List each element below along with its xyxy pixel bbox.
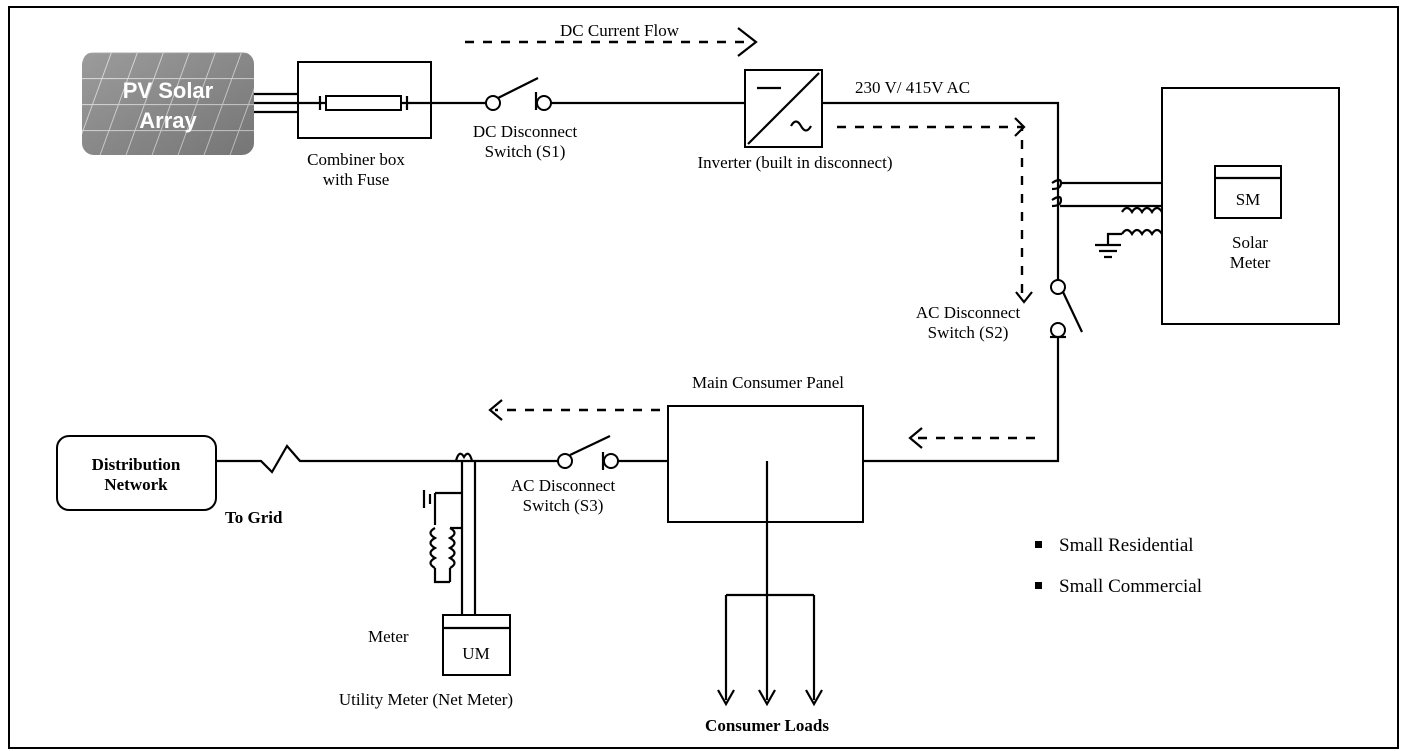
s2-label-line1: AC Disconnect xyxy=(916,303,1021,322)
dc-flow-label: DC Current Flow xyxy=(560,21,680,40)
s3-label-line1: AC Disconnect xyxy=(511,476,616,495)
legend-item-1: Small Residential xyxy=(1059,535,1194,556)
legend-bullet-2 xyxy=(1035,582,1042,589)
sm-label: SM xyxy=(1236,190,1261,209)
outer-border xyxy=(8,6,1399,749)
s3-label-line2: Switch (S3) xyxy=(523,496,604,515)
inverter-label: Inverter (built in disconnect) xyxy=(698,153,893,172)
utility-meter-ct xyxy=(422,452,477,615)
ac-disconnect-switch-s2 xyxy=(1050,279,1083,339)
pv-label-line2: Array xyxy=(139,108,197,133)
consumer-loads-label: Consumer Loads xyxy=(705,716,829,735)
solar-meter-label-line2: Meter xyxy=(1230,253,1271,272)
dc-flow-arrow xyxy=(465,27,758,57)
consumer-loads xyxy=(717,593,823,707)
combiner-label-line1: Combiner box xyxy=(307,150,405,169)
solar-meter-label-line1: Solar xyxy=(1232,233,1268,252)
pv-conductors xyxy=(254,92,298,114)
combiner-label-line2: with Fuse xyxy=(323,170,390,189)
main-consumer-panel xyxy=(667,405,864,523)
grid-flow-arrow xyxy=(488,399,660,421)
legend: Small Residential Small Commercial xyxy=(1035,535,1202,597)
to-grid-label: To Grid xyxy=(225,508,283,527)
ac-flow-arrow-down xyxy=(837,117,1033,304)
distribution-label-line1: Distribution xyxy=(92,455,181,474)
ac-wire-main xyxy=(822,101,1060,280)
s1-label-line1: DC Disconnect xyxy=(473,122,578,141)
grid-wire xyxy=(216,444,558,474)
main-panel-label: Main Consumer Panel xyxy=(692,373,844,392)
utility-meter-label: Utility Meter (Net Meter) xyxy=(339,690,513,709)
legend-bullet-1 xyxy=(1035,541,1042,548)
ac-disconnect-switch-s3 xyxy=(557,435,668,470)
distribution-label-line2: Network xyxy=(104,475,168,494)
utility-meter: UM xyxy=(442,614,511,676)
ac-flow-arrow-left xyxy=(908,427,1035,449)
inverter xyxy=(744,69,823,148)
legend-item-2: Small Commercial xyxy=(1059,576,1202,597)
dc-disconnect-switch-s1 xyxy=(485,77,552,111)
distribution-network: Distribution Network xyxy=(56,435,217,511)
s1-label-line2: Switch (S1) xyxy=(485,142,566,161)
um-label: UM xyxy=(462,644,489,663)
combiner-box xyxy=(297,61,432,139)
s2-label-line2: Switch (S2) xyxy=(928,323,1009,342)
pv-label-line1: PV Solar xyxy=(123,78,214,103)
meter-label: Meter xyxy=(368,627,409,646)
ac-wire-to-panel xyxy=(863,337,1060,463)
pv-solar-array: PV Solar Array xyxy=(82,52,254,155)
solar-meter: SM Solar Meter xyxy=(1161,87,1340,325)
ac-voltage-label: 230 V/ 415V AC xyxy=(855,78,970,97)
